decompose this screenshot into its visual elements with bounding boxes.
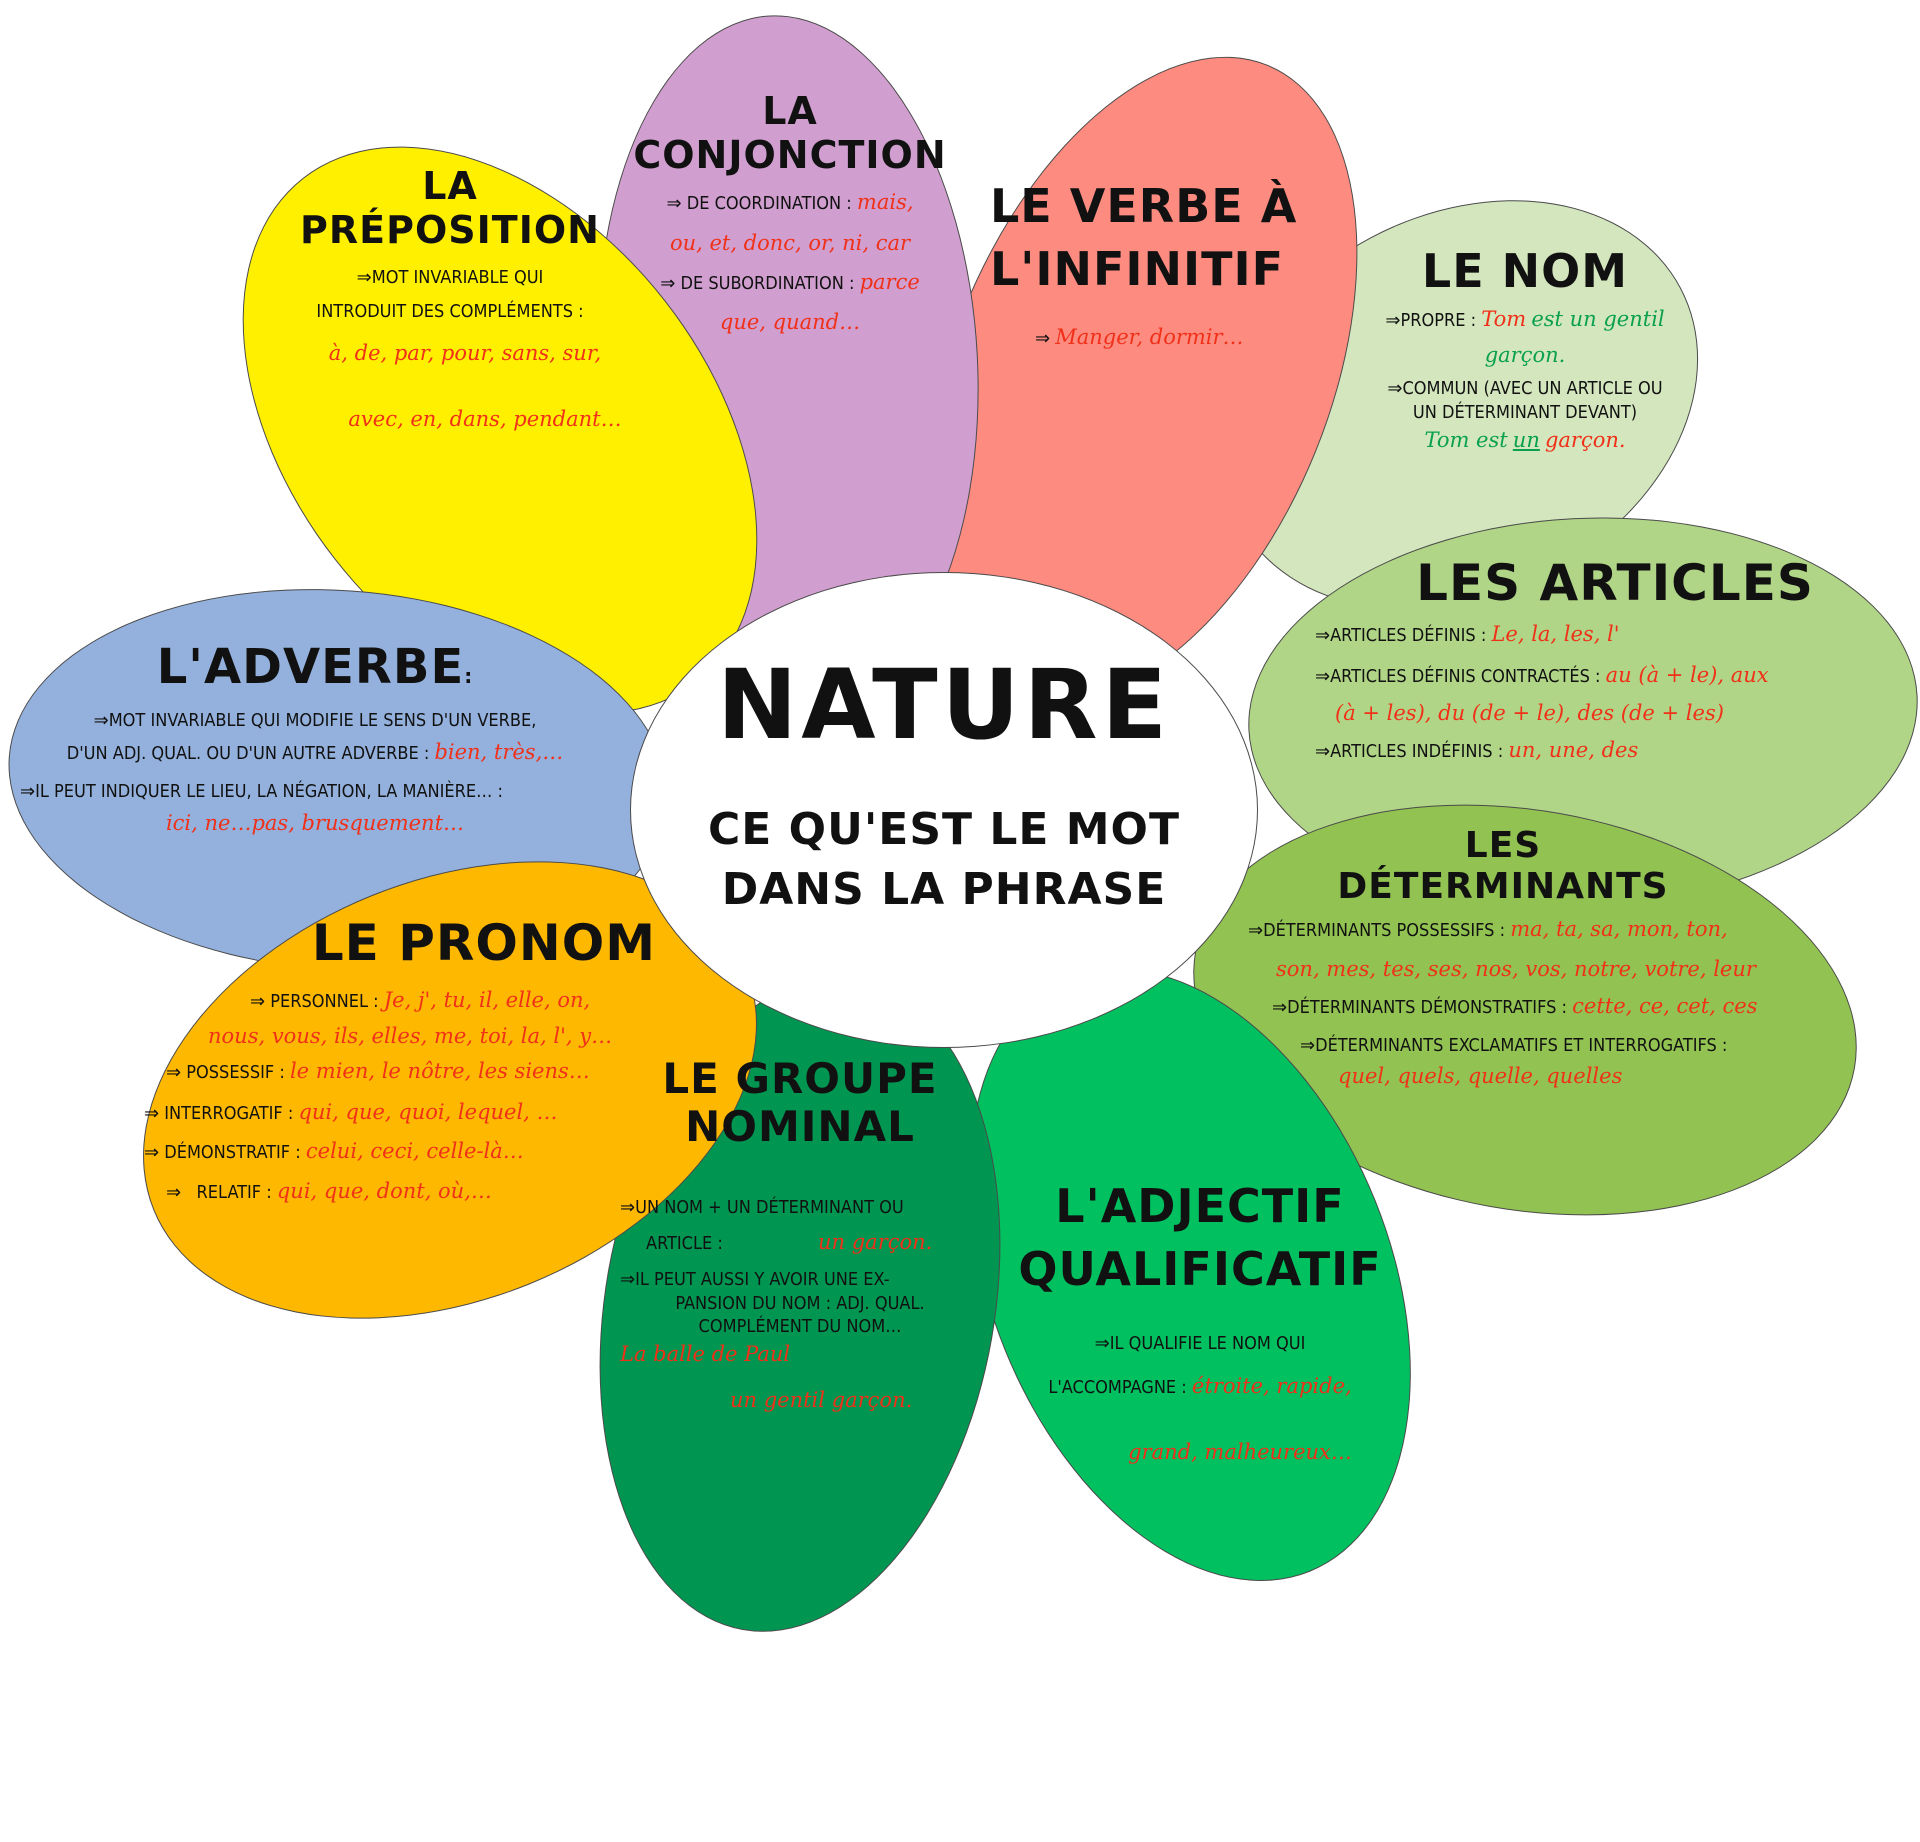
conjonction-coordination: ⇒ DE COORDINATION : mais, [666,190,914,215]
petal-articles: LES ARTICLES ⇒ARTICLES DÉFINIS : Le, la,… [1315,554,1875,764]
arrow-icon: ⇒ [20,780,36,802]
adverbe-def1: ⇒MOT INVARIABLE QUI MODIFIE LE SENS D'UN… [93,710,537,732]
verbe-title-line2: L'INFINITIF [990,241,1285,296]
groupe-nominal-example1: La balle de Paul [620,1342,791,1367]
adjectif-definition-line2: L'ACCOMPAGNE : étroite, rapide, [1048,1374,1352,1399]
determinants-possessifs: ⇒DÉTERMINANTS POSSESSIFS : ma, ta, sa, m… [1248,916,1728,941]
conjonction-title-line2: CONJONCTION [633,132,947,177]
nom-propre-example-end: garçon. [1484,343,1566,368]
preposition-definition-line2: INTRODUIT DES COMPLÉMENTS : [316,300,584,322]
arrow-icon: ⇒ [620,1196,636,1218]
adverbe-title: L'ADVERBE: [156,639,474,695]
nom-commun-example: Tom est un garçon. [1424,427,1626,452]
pronom-possessif: ⇒ POSSESSIF : le mien, le nôtre, les sie… [166,1058,590,1083]
arrow-icon: ⇒ [250,990,266,1012]
pronom-personnel-examples: nous, vous, ils, elles, me, toi, la, l',… [208,1023,613,1048]
determinants-exclamatifs: ⇒DÉTERMINANTS EXCLAMATIFS ET INTERROGATI… [1300,1035,1728,1057]
arrow-icon: ⇒ [166,1061,182,1083]
petal-groupe-nominal: LE GROUPE NOMINAL ⇒UN NOM + UN DÉTERMINA… [620,1054,980,1413]
petal-adverbe: L'ADVERBE: ⇒MOT INVARIABLE QUI MODIFIE L… [20,639,610,836]
nom-title: LE NOM [1421,244,1629,298]
arrow-icon: ⇒ [356,267,372,289]
verbe-title-line1: LE VERBE À [990,179,1298,233]
groupe-nominal-def1: ⇒UN NOM + UN DÉTERMINANT OU [620,1196,904,1218]
determinants-demonstratifs: ⇒DÉTERMINANTS DÉMONSTRATIFS : cette, ce,… [1272,994,1758,1019]
arrow-icon: ⇒ [1272,997,1288,1019]
groupe-nominal-title-line1: LE GROUPE [662,1054,938,1103]
center-text: NATURE CE QU'EST LE MOT DANS LA PHRASE [640,650,1248,919]
arrow-icon: ⇒ [144,1103,160,1125]
groupe-nominal-title-line2: NOMINAL [685,1102,915,1152]
arrow-icon: ⇒ [666,193,682,215]
articles-contractes-examples: (à + les), du (de + le), des (de + les) [1335,701,1724,726]
adverbe-def1-line2: D'UN ADJ. QUAL. OU D'UN AUTRE ADVERBE : … [66,739,564,764]
determinants-title-line2: DÉTERMINANTS [1337,866,1669,908]
conjonction-coordination-examples: ou, et, donc, or, ni, car [669,230,911,255]
petal-verbe: LE VERBE À L'INFINITIF ⇒ Manger, dormir… [990,180,1310,351]
arrow-icon: ⇒ [1385,309,1401,331]
conjonction-subordination-examples: que, quand… [719,309,861,334]
arrow-icon: ⇒ [93,710,109,732]
articles-definis: ⇒ARTICLES DÉFINIS : Le, la, les, l' [1315,621,1620,646]
adjectif-examples-line2: grand, malheureux… [1128,1440,1352,1465]
preposition-title-line2: PRÉPOSITION [300,207,600,252]
arrow-icon: ⇒ [1387,378,1403,400]
center-subtitle-line1: CE QU'EST LE MOT [708,804,1180,856]
groupe-nominal-example2: un gentil garçon. [730,1388,913,1413]
verbe-example: ⇒ Manger, dormir… [1035,324,1244,349]
petal-nom: LE NOM ⇒PROPRE : Tom est un gentil garço… [1340,245,1710,452]
petal-conjonction: LA CONJONCTION ⇒ DE COORDINATION : mais,… [620,89,960,334]
determinants-exclamatifs-examples: quel, quels, quelle, quelles [1338,1063,1623,1088]
arrow-icon: ⇒ [1094,1332,1110,1354]
groupe-nominal-def2-line2: PANSION DU NOM : ADJ. QUAL. [675,1292,925,1314]
articles-title: LES ARTICLES [1416,554,1814,612]
pronom-demonstratif: ⇒ DÉMONSTRATIF : celui, ceci, celle-là… [144,1139,524,1164]
adjectif-definition: ⇒IL QUALIFIE LE NOM QUI [1094,1332,1306,1354]
adverbe-def2-examples: ici, ne…pas, brusquement… [165,811,465,836]
arrow-icon: ⇒ [1315,665,1331,687]
arrow-icon: ⇒ [1315,741,1331,763]
arrow-icon: ⇒ [1300,1035,1316,1057]
adjectif-title-line2: QUALIFICATIF [1018,1241,1382,1296]
preposition-definition: ⇒MOT INVARIABLE QUI [356,267,544,289]
center-circle [630,572,1258,1048]
conjonction-subordination: ⇒ DE SUBORDINATION : parce [660,269,920,294]
articles-contractes: ⇒ARTICLES DÉFINIS CONTRACTÉS : au (à + l… [1315,662,1769,687]
arrow-icon: ⇒ [660,272,676,294]
petal-pronom: LE PRONOM ⇒ PERSONNEL : Je, j', tu, il, … [140,914,655,1205]
arrow-icon: ⇒ [1315,624,1331,646]
arrow-icon: ⇒ [1248,919,1264,941]
arrow-icon: ⇒ [1035,327,1051,349]
adverbe-def2: ⇒IL PEUT INDIQUER LE LIEU, LA NÉGATION, … [20,780,503,802]
arrow-icon: ⇒ [620,1269,636,1291]
pronom-relatif: ⇒ RELATIF : qui, que, dont, où,… [166,1178,492,1203]
nom-commun-line2: UN DÉTERMINANT DEVANT) [1412,401,1638,423]
center-title: NATURE [716,649,1172,761]
groupe-nominal-def2-line3: COMPLÉMENT DU NOM… [698,1316,902,1338]
petal-determinants: LES DÉTERMINANTS ⇒DÉTERMINANTS POSSESSIF… [1248,825,1848,1088]
center-subtitle-line2: DANS LA PHRASE [721,863,1167,915]
petal-preposition: LA PRÉPOSITION ⇒MOT INVARIABLE QUI INTRO… [270,164,630,432]
adjectif-title-line1: L'ADJECTIF [1055,1179,1345,1233]
preposition-examples-line2: avec, en, dans, pendant… [348,407,622,432]
conjonction-title-line1: LA [762,89,818,133]
arrow-icon: ⇒ [166,1181,182,1203]
groupe-nominal-def2: ⇒IL PEUT AUSSI Y AVOIR UNE EX- [620,1269,890,1291]
nom-propre: ⇒PROPRE : Tom est un gentil [1385,306,1665,331]
determinants-title-line1: LES [1464,825,1542,866]
petal-adjectif: L'ADJECTIF QUALIFICATIF ⇒IL QUALIFIE LE … [1010,1179,1390,1465]
nom-commun-line1: ⇒COMMUN (AVEC UN ARTICLE OU [1387,378,1663,400]
preposition-title-line1: LA [422,164,478,208]
groupe-nominal-def1-line2: ARTICLE : un garçon. [646,1229,933,1254]
articles-indefinis: ⇒ARTICLES INDÉFINIS : un, une, des [1315,738,1639,763]
preposition-examples-line1: à, de, par, pour, sans, sur, [328,341,602,366]
determinants-possessifs-examples: son, mes, tes, ses, nos, vos, notre, vot… [1276,957,1756,982]
arrow-icon: ⇒ [144,1142,160,1164]
pronom-interrogatif: ⇒ INTERROGATIF : qui, que, quoi, lequel,… [144,1100,558,1125]
pronom-title: LE PRONOM [311,914,656,972]
pronom-personnel: ⇒ PERSONNEL : Je, j', tu, il, elle, on, [250,987,591,1012]
